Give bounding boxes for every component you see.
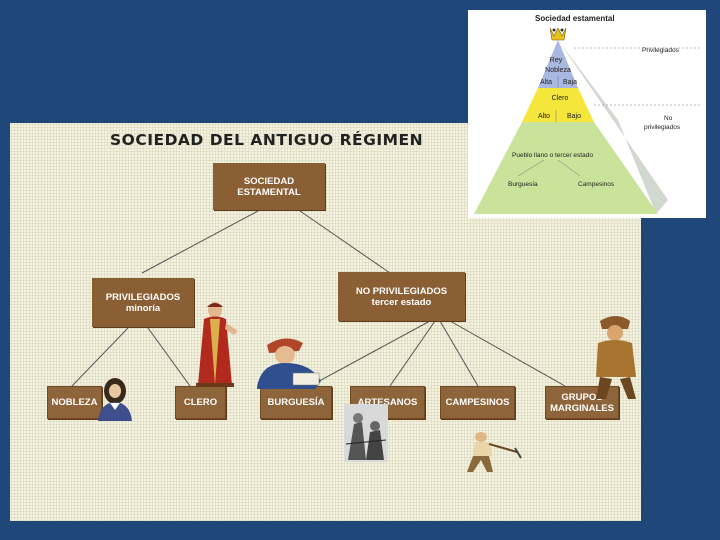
pyramid-middle-tier [522,88,594,122]
pyramid-bajo-label: Bajo [567,113,581,120]
leaf-nobleza-label: NOBLEZA [51,397,98,408]
crown-icon [549,27,567,41]
root-line1: SOCIEDAD [243,175,295,187]
pyramid-side-face [558,40,668,214]
clergyman-figure-icon [196,302,238,387]
leaf-clero-label: CLERO [183,397,218,408]
pyramid-base-tier [474,122,658,214]
pyramid-pueblo-label: Pueblo llano o tercer estado [512,152,593,159]
pyramid-privilegiados-label: Privilegiados [642,47,680,54]
bourgeois-figure-icon [257,338,321,389]
leaf-grupos-line2: MARGINALES [550,402,614,414]
artisans-engraving-icon [344,404,388,462]
pyramid-clero-label: Clero [552,95,569,102]
leaf-campesinos-label: CAMPESINOS [445,397,510,408]
non-privileged-line1: NO PRIVILEGIADOS [355,285,448,297]
nobleman-figure-icon [98,378,132,421]
pyramid-alto-label: Alto [538,113,550,120]
privileged-line2: minoría [125,302,161,314]
privileged-line1: PRIVILEGIADOS [105,291,181,303]
pyramid-no-privilegiados-label: privilegiados [644,124,681,131]
estates-pyramid-image: Sociedad estamental Rey Nobleza Alta Baj… [468,10,706,218]
non-privileged-line2: tercer estado [371,296,432,308]
pyramid-alta-label: Alta [540,79,552,86]
leaf-clero: CLERO [175,386,226,419]
pyramid-nobleza-label: Nobleza [545,67,571,74]
pyramid-rey-label: Rey [550,57,563,64]
leaf-nobleza: NOBLEZA [47,386,102,419]
pyramid-top-tier [538,40,578,88]
root-line2: ESTAMENTAL [237,186,301,198]
leaf-campesinos: CAMPESINOS [440,386,515,419]
leaf-grupos-line1: GRUPOS [561,391,603,403]
marginal-figure-icon [596,316,636,399]
leaf-artesanos-label: ARTESANOS [357,397,418,408]
leaf-burguesia-label: BURGUESÍA [267,397,325,408]
connector-lines [71,210,566,387]
peasant-figure-icon [467,432,522,472]
leaf-burguesia: BURGUESÍA [260,386,332,419]
pyramid-campesinos-label: Campesinos [578,181,615,188]
pyramid-burguesia-label: Burguesía [508,181,538,188]
pyramid-title: Sociedad estamental [535,14,615,23]
pyramid-baja-label: Baja [563,79,577,86]
diagram-title: SOCIEDAD DEL ANTIGUO RÉGIMEN [110,131,424,149]
pyramid-no-label: No [664,115,673,122]
